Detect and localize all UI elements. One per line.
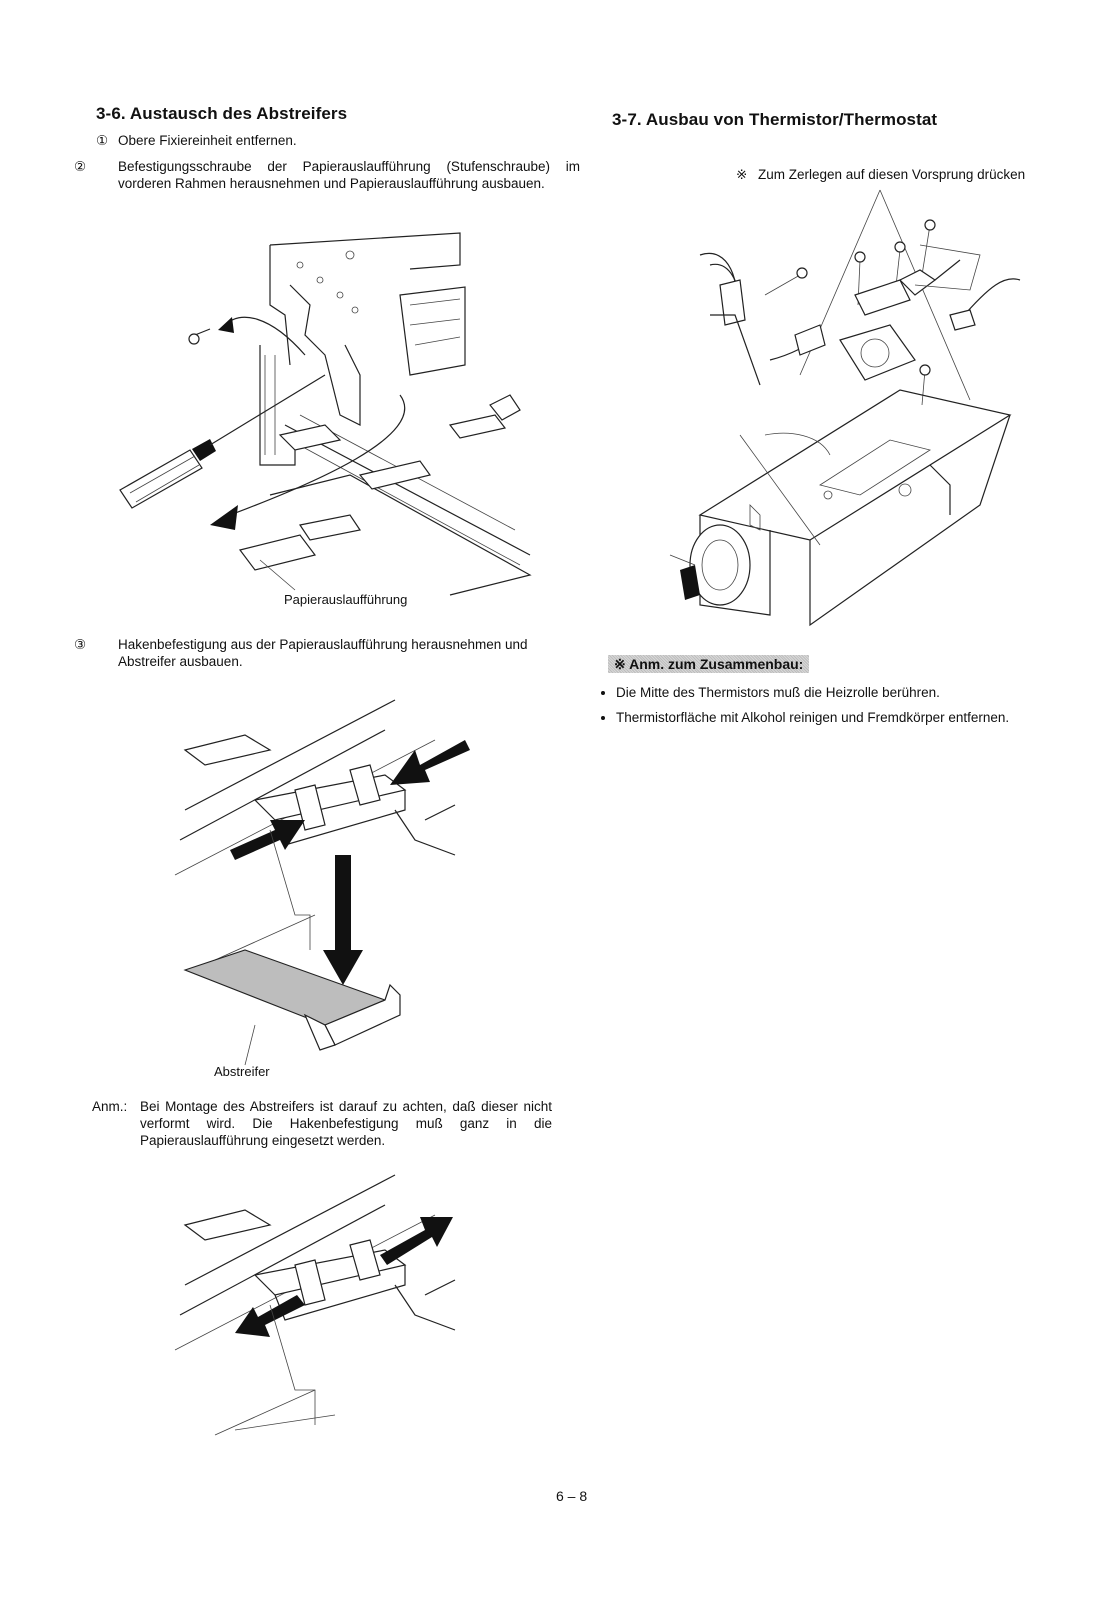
figure-note-text: Zum Zerlegen auf diesen Vorsprung drücke… <box>758 167 1026 182</box>
figure-stripper-mounting <box>174 1174 456 1436</box>
section-title-3-7: 3-7. Ausbau von Thermistor/Thermostat <box>612 110 938 129</box>
step-1-number: ① <box>96 133 109 148</box>
page-number: 6 – 8 <box>556 1488 588 1504</box>
figure-note-mark: ※ <box>736 167 748 182</box>
figure-note: ※ Zum Zerlegen auf diesen Vorsprung drück… <box>736 166 1066 183</box>
step-2-text: Befestigungsschraube der Papierauslauffü… <box>118 159 580 191</box>
step-2-number: ② <box>74 159 87 174</box>
step-1-text: Obere Fixiereinheit entfernen. <box>118 133 297 148</box>
note-text: Bei Montage des Abstreifers ist darauf z… <box>140 1099 552 1148</box>
fig2-label: Abstreifer <box>214 1064 270 1079</box>
note-label: Anm.: <box>92 1099 128 1114</box>
step-1: ① Obere Fixiereinheit entfernen. <box>96 132 566 149</box>
bullet-1: Die Mitte des Thermistors muß die Heizro… <box>616 684 1078 701</box>
step-3: ③ Hakenbefestigung aus der Papierauslauff… <box>74 636 580 670</box>
section-title-3-6: 3-6. Austausch des Abstreifers <box>96 104 348 123</box>
figure-thermistor-removal <box>669 189 1021 627</box>
fig1-label: Papierauslaufführung <box>284 592 408 607</box>
assembly-bullets: Die Mitte des Thermistors muß die Heizro… <box>598 684 1078 734</box>
figure-stripper-removal <box>174 699 470 1066</box>
step-3-number: ③ <box>74 637 87 652</box>
assembly-header-text: ※ Anm. zum Zusammenbau: <box>608 655 810 673</box>
step-2: ② Befestigungsschraube der Papierauslauff… <box>74 158 580 192</box>
figure-paper-exit-guide-removal <box>119 232 532 596</box>
bullet-2: Thermistorfläche mit Alkohol reinigen un… <box>616 709 1078 726</box>
assembly-note: Anm.: Bei Montage des Abstreifers ist dar… <box>92 1098 562 1149</box>
assembly-header: ※ Anm. zum Zusammenbau: <box>608 655 810 674</box>
step-3-text: Hakenbefestigung aus der Papierauslauffü… <box>118 637 528 669</box>
